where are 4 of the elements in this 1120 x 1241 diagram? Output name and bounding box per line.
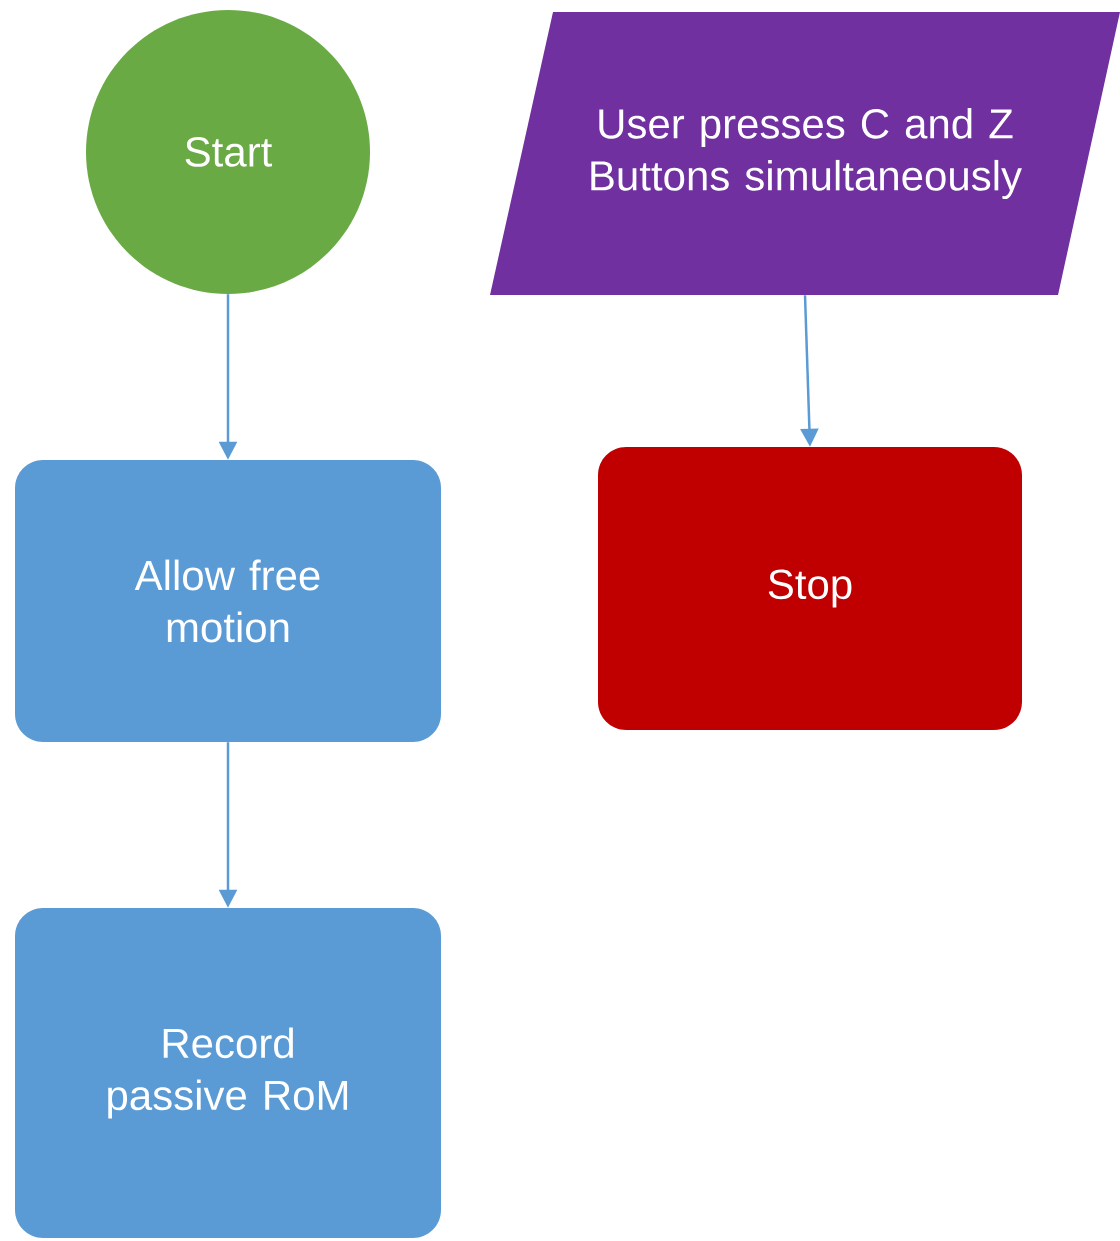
stop-box: Stop [598, 447, 1022, 730]
process-box: Allow free motion [15, 460, 441, 742]
process-box: Record passive RoM [15, 908, 441, 1238]
input-parallelogram: User presses C and Z Buttons simultaneously [490, 12, 1120, 295]
